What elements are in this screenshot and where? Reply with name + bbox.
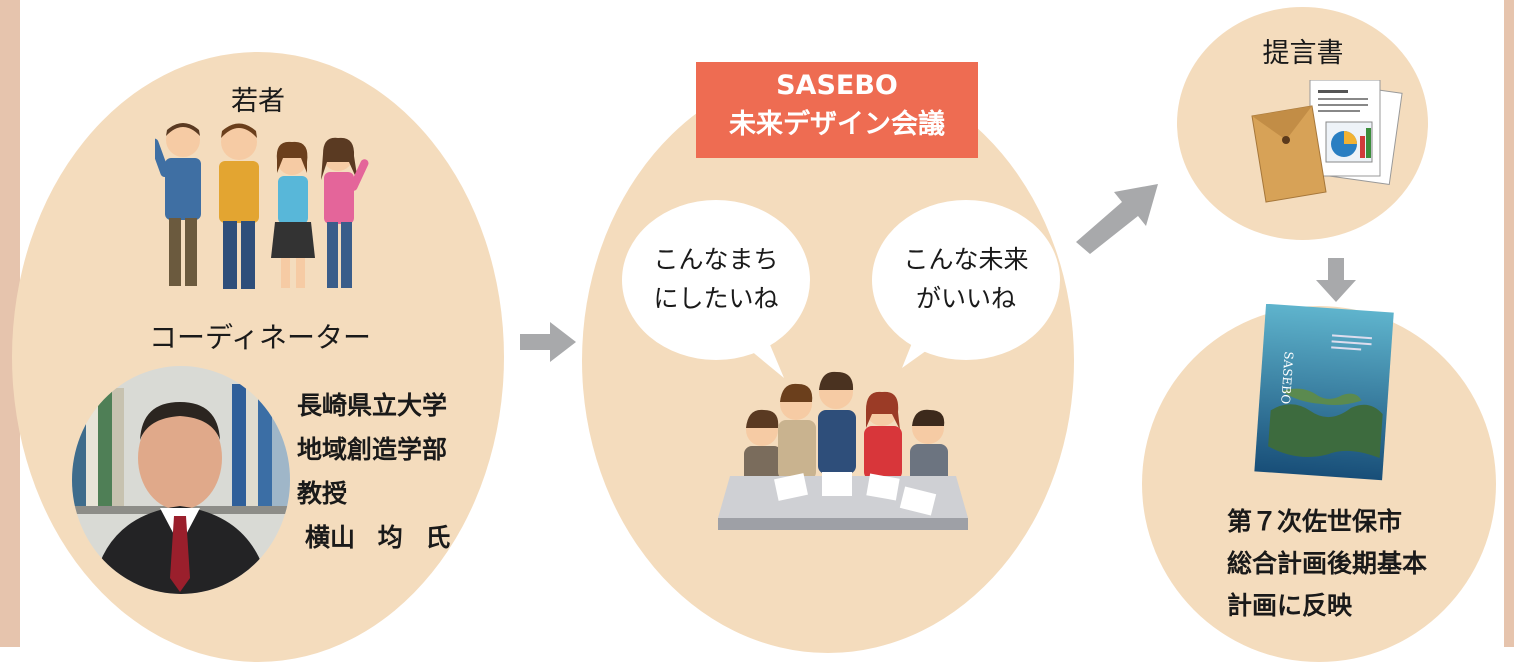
plan-line-1: 第７次佐世保市	[1227, 507, 1403, 536]
meeting-table-illustration	[718, 371, 968, 530]
speech-bubble-left: こんなまち にしたいね	[622, 200, 810, 360]
meeting-ellipse	[582, 68, 1074, 653]
banner-line-2: 未来デザイン会議	[729, 109, 945, 141]
book-title-text: SASEBO	[1278, 351, 1296, 405]
proposal-title: 提言書	[1262, 38, 1344, 69]
banner-line-1: SASEBO	[776, 70, 898, 101]
professor-photo	[72, 366, 290, 594]
meeting-banner: SASEBO 未来デザイン会議	[696, 62, 978, 158]
right-frame-border	[1504, 0, 1514, 647]
bubble-left-line-1: こんなまち	[653, 245, 779, 275]
bubble-left-line-2: にしたいね	[653, 284, 779, 313]
plan-line-2: 総合計画後期基本	[1227, 549, 1428, 578]
left-frame-border	[0, 0, 20, 647]
professor-name: 横山 均 氏	[305, 523, 451, 552]
bubble-right-line-1: こんな未来	[903, 245, 1029, 275]
plan-book-cover: SASEBO	[1254, 304, 1394, 481]
bubble-right-line-2: がいいね	[915, 284, 1016, 313]
young-people-illustration	[155, 123, 369, 289]
coordinator-label: コーディネーター	[148, 321, 372, 354]
document-envelope-illustration	[1251, 80, 1403, 203]
speech-bubble-right: こんな未来 がいいね	[872, 200, 1060, 360]
arrow-right-icon	[520, 322, 576, 362]
arrow-down-icon	[1316, 258, 1356, 302]
speech-bubble-left-tail	[738, 340, 784, 378]
speech-bubble-right-tail	[902, 338, 944, 368]
arrow-up-right-icon	[1076, 184, 1158, 254]
youth-title: 若者	[231, 86, 285, 117]
professor-line-1: 長崎県立大学	[297, 391, 448, 420]
plan-line-3: 計画に反映	[1227, 591, 1353, 620]
professor-line-2: 地域創造学部	[297, 435, 448, 464]
professor-line-3: 教授	[297, 479, 348, 508]
